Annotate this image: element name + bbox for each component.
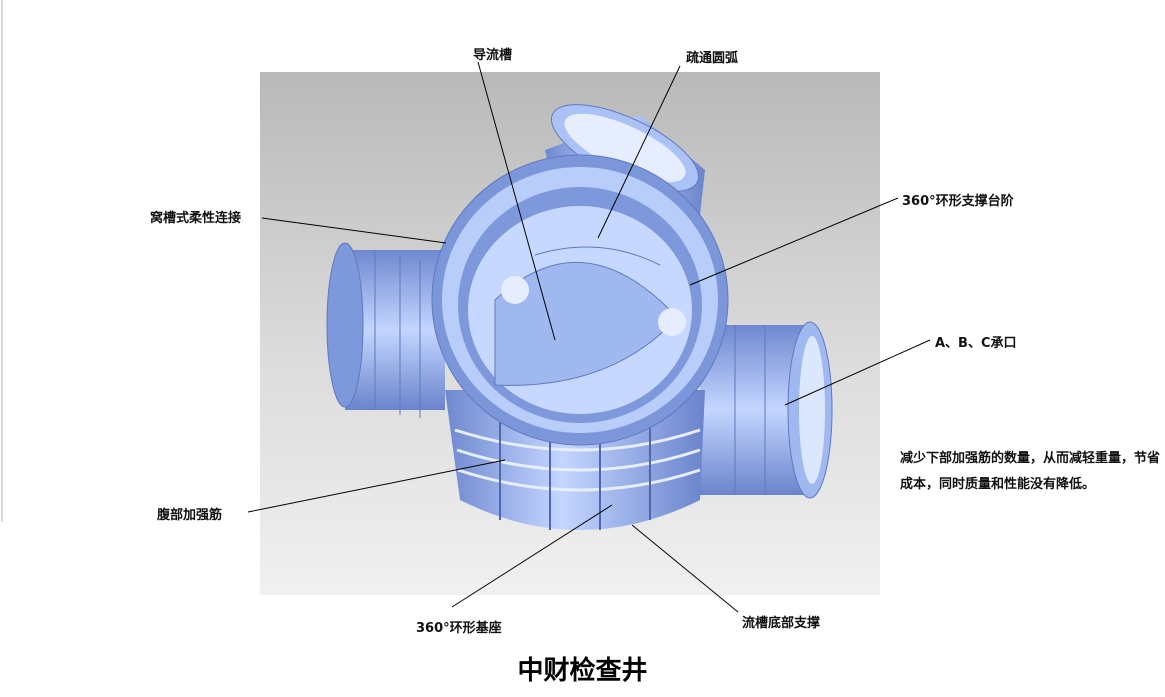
right-socket-b xyxy=(700,321,833,499)
label-channel-bottom-support: 流槽底部支撑 xyxy=(742,616,821,631)
label-ring-base: 360°环形基座 xyxy=(416,621,502,636)
left-edge-divider xyxy=(1,0,3,522)
label-clearing-arc: 疏通圆弧 xyxy=(686,51,739,66)
leader-lines xyxy=(247,61,931,613)
label-belly-ribs: 腹部加强筋 xyxy=(157,508,223,523)
label-abc-sockets: A、B、C承口 xyxy=(935,336,1017,351)
left-socket-a xyxy=(326,242,445,418)
diagram-title: 中财检查井 xyxy=(517,656,648,686)
label-socket-flexible-joint: 窝槽式柔性连接 xyxy=(150,211,242,226)
label-ring-support-step: 360°环形支撑台阶 xyxy=(902,194,1014,209)
note-text: 减少下部加强筋的数量，从而减轻重量，节省成本，同时质量和性能没有降低。 xyxy=(900,451,1161,492)
label-guide-channel: 导流槽 xyxy=(473,48,513,63)
main-chamber xyxy=(431,154,729,446)
